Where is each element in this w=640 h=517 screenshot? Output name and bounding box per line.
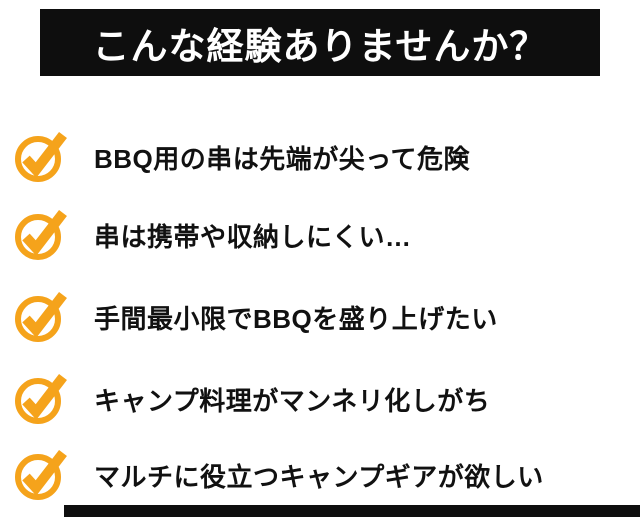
list-item: 手間最小限でBBQを盛り上げたい: [12, 288, 498, 346]
check-circle-icon: [15, 449, 67, 500]
list-item: 串は携帯や収納しにくい…: [12, 206, 411, 264]
list-item-text: 串は携帯や収納しにくい…: [94, 221, 412, 252]
check-circle-icon: [15, 291, 67, 342]
header-banner: こんな経験ありませんか？: [40, 9, 600, 76]
check-circle-icon: [15, 131, 67, 182]
list-item: キャンプ料理がマンネリ化しがち: [12, 370, 490, 428]
list-item-text: キャンプ料理がマンネリ化しがち: [94, 385, 491, 416]
check-circle-icon: [15, 373, 67, 424]
header-title: こんな経験ありませんか？: [92, 25, 548, 67]
check-circle-icon: [15, 209, 67, 260]
list-item-text: マルチに役立つキャンプギアが欲しい: [94, 461, 544, 492]
list-item-text: 手間最小限でBBQを盛り上げたい: [94, 303, 498, 334]
next-section-edge: [64, 505, 640, 517]
list-item-text: BBQ用の串は先端が尖って危険: [94, 143, 470, 174]
list-item: マルチに役立つキャンプギアが欲しい: [12, 446, 544, 504]
list-item: BBQ用の串は先端が尖って危険: [12, 128, 470, 186]
